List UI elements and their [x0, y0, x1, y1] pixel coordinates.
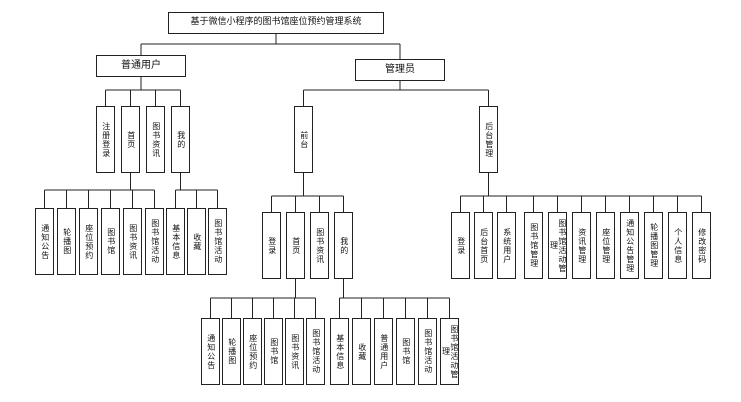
node-user-home: 首页	[121, 106, 140, 173]
node-regular-user: 普通用户	[96, 55, 186, 77]
node-front-mine-regular-user: 普通用户	[374, 318, 393, 385]
node-front-mine-activity-management: 图书馆活动管理	[440, 318, 459, 385]
node-front-home-notice: 通知公告	[201, 318, 220, 385]
node-user-register-login: 注册登录	[96, 106, 115, 173]
node-front-mine: 我的	[334, 212, 353, 279]
node-user-mine-library-activity: 图书馆活动	[208, 208, 227, 275]
node-user-mine: 我的	[171, 106, 190, 173]
node-back-dashboard: 后台首页	[474, 212, 493, 279]
node-user-home-notice: 通知公告	[35, 208, 54, 275]
node-front-mine-library: 图书馆	[396, 318, 415, 385]
node-back-library-management: 图书馆管理	[524, 212, 543, 279]
node-user-mine-profile: 基本信息	[166, 208, 185, 275]
node-front-home-book-news: 图书资讯	[285, 318, 304, 385]
node-user-home-carousel: 轮播图	[57, 208, 76, 275]
node-admin-front: 前台	[294, 106, 313, 173]
node-back-news-management: 资讯管理	[572, 212, 591, 279]
node-back-activity-management: 图书馆活动管理	[548, 212, 567, 279]
node-user-home-library-activity: 图书馆活动	[145, 208, 164, 275]
node-user-home-seat-booking: 座位预约	[79, 208, 98, 275]
node-front-home: 首页	[286, 212, 305, 279]
node-back-login: 登录	[451, 212, 470, 279]
node-front-home-library: 图书馆	[264, 318, 283, 385]
node-front-login: 登录	[262, 212, 281, 279]
node-admin: 管理员	[355, 59, 445, 81]
node-front-book-news: 图书资讯	[310, 212, 329, 279]
node-user-mine-favorites: 收藏	[187, 208, 206, 275]
node-back-carousel-management: 轮播图管理	[644, 212, 663, 279]
node-front-mine-profile: 基本信息	[330, 318, 349, 385]
node-admin-back: 后台管理	[479, 106, 498, 173]
node-front-mine-favorites: 收藏	[352, 318, 371, 385]
node-back-system-users: 系统用户	[497, 212, 516, 279]
node-front-mine-library-activity: 图书馆活动	[418, 318, 437, 385]
node-front-home-seat-booking: 座位预约	[243, 318, 262, 385]
node-front-home-library-activity: 图书馆活动	[306, 318, 325, 385]
node-front-home-carousel: 轮播图	[222, 318, 241, 385]
node-user-home-library: 图书馆	[101, 208, 120, 275]
node-back-change-password: 修改密码	[692, 212, 711, 279]
node-user-book-news: 图书资讯	[146, 106, 165, 173]
node-back-seat-management: 座位管理	[596, 212, 615, 279]
root-node: 基于微信小程序的图书馆座位预约管理系统	[168, 12, 384, 34]
node-back-notice-management: 通知公告管理	[620, 212, 639, 279]
node-back-personal-info: 个人信息	[668, 212, 687, 279]
node-user-home-book-news: 图书资讯	[123, 208, 142, 275]
